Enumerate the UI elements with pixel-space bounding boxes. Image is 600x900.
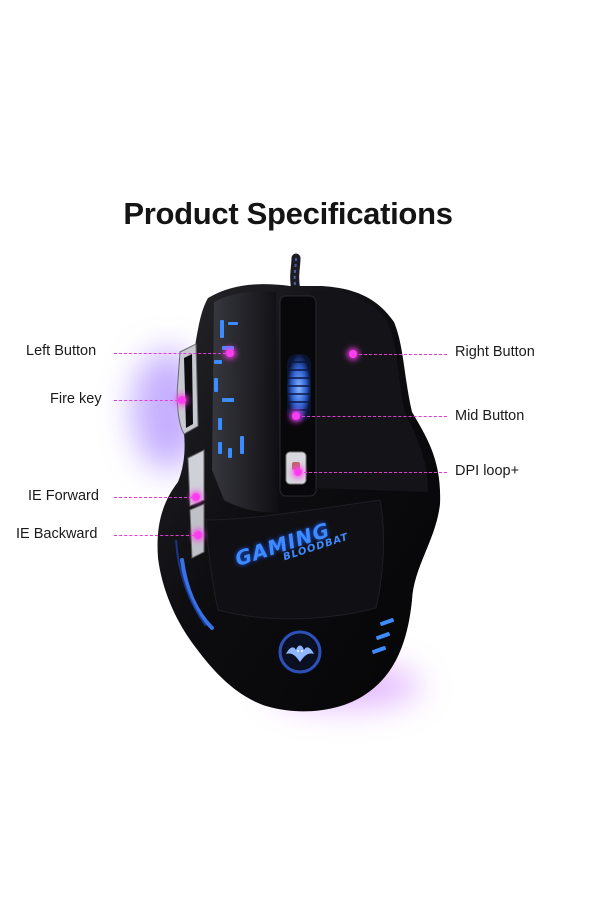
- callout-ie-backward-label: IE Backward: [16, 526, 98, 542]
- callout-left-button-dot: [226, 349, 234, 357]
- page-title: Product Specifications: [123, 196, 453, 231]
- callout-ie-forward-label: IE Forward: [28, 488, 99, 504]
- callout-ie-backward-line: [114, 535, 194, 536]
- side-button-forward: [187, 449, 205, 507]
- callout-fire-key-dot: [178, 396, 186, 404]
- palm-panel: [205, 499, 384, 620]
- scroll-wheel: [287, 354, 311, 422]
- callout-left-button-label: Left Button: [26, 343, 97, 359]
- callout-right-button-line: [359, 354, 447, 355]
- right-button-panel: [310, 290, 428, 492]
- callout-fire-key-label: Fire key: [50, 391, 102, 407]
- callout-right-button-dot: [349, 350, 357, 358]
- callout-left-button-line: [114, 353, 226, 354]
- callout-ie-forward-dot: [192, 493, 200, 501]
- callout-dpi-loop-line: [304, 472, 447, 473]
- callout-mid-button-line: [302, 416, 447, 417]
- right-led-stripes: [372, 618, 394, 654]
- callout-dpi-loop-dot: [294, 468, 302, 476]
- callout-fire-key-line: [114, 400, 178, 401]
- callout-ie-backward-dot: [194, 531, 202, 539]
- callout-mid-button-label: Mid Button: [455, 408, 525, 424]
- bat-logo: [278, 630, 322, 674]
- callout-ie-forward-line: [114, 497, 192, 498]
- callout-dpi-loop-label: DPI loop+: [455, 463, 520, 479]
- callout-mid-button-dot: [292, 412, 300, 420]
- callout-right-button-label: Right Button: [455, 344, 535, 360]
